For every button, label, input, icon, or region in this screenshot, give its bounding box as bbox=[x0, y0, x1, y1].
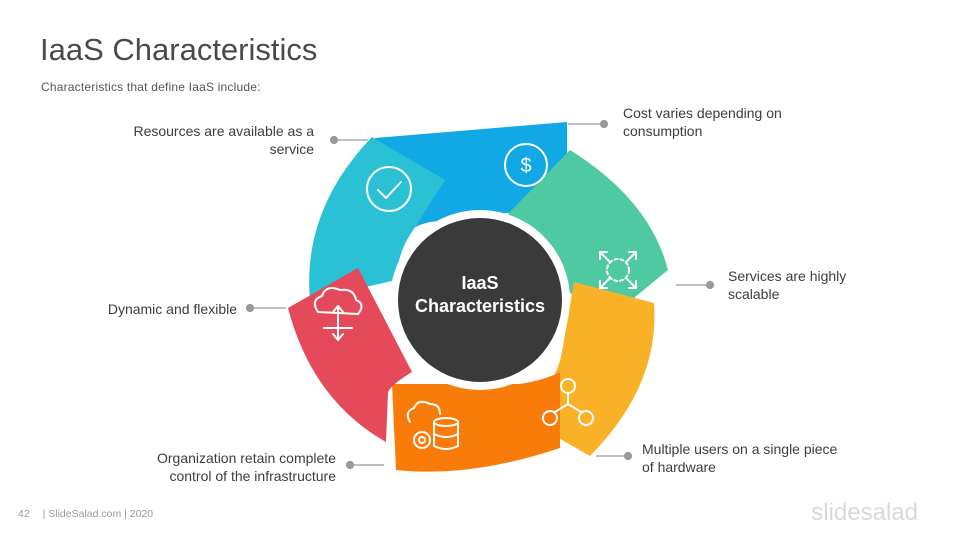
connector-dot-multiuser bbox=[623, 451, 633, 461]
brand-logo: slidesalad bbox=[811, 499, 918, 526]
connector-dot-control bbox=[345, 460, 355, 470]
label-resources-line1: Resources are available as a bbox=[133, 123, 314, 139]
cloud-arrows-icon bbox=[313, 287, 363, 341]
dollar-icon: $ bbox=[504, 143, 548, 187]
footer: 42 | SlideSalad.com | 2020 bbox=[18, 508, 153, 520]
label-control: Organization retain complete control of … bbox=[96, 449, 336, 485]
cloud-database-gear-icon bbox=[406, 400, 459, 450]
check-circle-icon bbox=[366, 166, 412, 212]
center-label-line2: Characteristics bbox=[414, 296, 546, 316]
center-label-line1: IaaS bbox=[461, 273, 499, 293]
label-scalable-line1: Services are highly bbox=[728, 268, 847, 284]
svg-text:$: $ bbox=[520, 155, 531, 177]
page-subtitle: Characteristics that define IaaS include… bbox=[41, 80, 261, 94]
label-dynamic: Dynamic and flexible bbox=[56, 300, 237, 318]
label-control-line2: control of the infrastructure bbox=[169, 468, 336, 484]
label-resources-line2: service bbox=[269, 141, 314, 157]
label-multiuser: Multiple users on a single piece of hard… bbox=[642, 440, 882, 476]
label-dynamic-line1: Dynamic and flexible bbox=[107, 301, 237, 317]
segments-group bbox=[288, 122, 668, 472]
users-network-icon bbox=[542, 378, 594, 426]
label-cost-line1: Cost varies depending on bbox=[623, 105, 782, 121]
label-cost-line2: consumption bbox=[623, 123, 703, 139]
page-number: 42 bbox=[18, 508, 30, 520]
connector-dot-resources bbox=[329, 135, 339, 145]
center-circle bbox=[398, 218, 562, 382]
connector-dot-cost bbox=[599, 119, 609, 129]
center-label: IaaS Characteristics bbox=[400, 272, 560, 318]
page-title: IaaS Characteristics bbox=[40, 32, 318, 67]
connector-dot-dynamic bbox=[245, 303, 255, 313]
connector-dot-scalable bbox=[705, 280, 715, 290]
segment-resources bbox=[309, 137, 445, 300]
label-scalable: Services are highly scalable bbox=[728, 267, 928, 303]
label-cost: Cost varies depending on consumption bbox=[623, 104, 843, 140]
label-multiuser-line2: of hardware bbox=[642, 459, 716, 475]
scale-arrows-icon bbox=[599, 251, 637, 289]
label-multiuser-line1: Multiple users on a single piece bbox=[642, 441, 838, 457]
label-control-line1: Organization retain complete bbox=[157, 450, 336, 466]
segment-scalable bbox=[508, 150, 668, 326]
label-resources: Resources are available as a service bbox=[96, 122, 314, 158]
label-scalable-line2: scalable bbox=[728, 286, 780, 302]
footer-credit: | SlideSalad.com | 2020 bbox=[42, 508, 154, 520]
